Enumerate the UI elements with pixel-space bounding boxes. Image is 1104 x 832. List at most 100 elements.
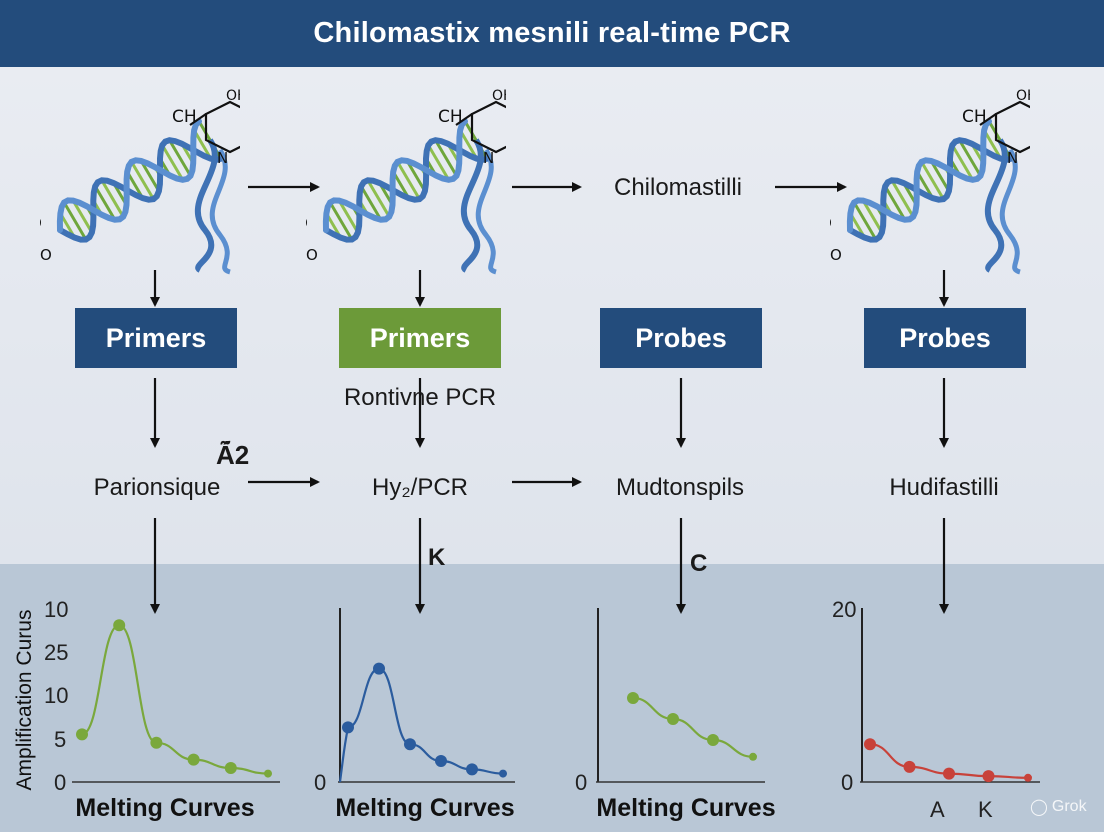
strand — [985, 138, 1008, 273]
data-point — [264, 769, 272, 778]
chart-1 — [72, 619, 280, 783]
oxygen-label: O — [306, 214, 308, 232]
base-pair — [359, 185, 383, 221]
base-pair — [883, 185, 907, 221]
oxygen-label: O — [306, 246, 318, 264]
base-pair — [396, 161, 421, 200]
base-pair — [161, 144, 184, 181]
x-tick-label: A — [930, 797, 945, 822]
data-point — [1024, 773, 1032, 782]
y-tick-label: 20 — [832, 597, 857, 622]
y-tick-label: 25 — [44, 640, 69, 665]
strand — [847, 137, 1014, 243]
strand — [209, 148, 231, 275]
molecule-structure-icon: CH OH O N O — [438, 88, 506, 167]
base-pair — [982, 129, 1003, 160]
page-title: Chilomastix mesnili real-time PCR — [0, 0, 1104, 67]
data-point — [707, 734, 719, 746]
base-pair — [929, 160, 951, 192]
dna-helix-icon: CH OH O N O O O — [40, 88, 240, 275]
step-label: Parionsique — [93, 474, 221, 501]
molecule-structure-icon: CH OH O N O — [962, 88, 1030, 167]
strand — [846, 118, 992, 233]
probes-box: Probes — [600, 308, 762, 368]
chart-panel — [0, 564, 1104, 832]
y-tick-label: 10 — [44, 597, 69, 622]
data-point — [466, 763, 478, 776]
strand — [475, 148, 497, 275]
y-tick-label: 0 — [841, 770, 854, 795]
base-pair — [130, 161, 155, 200]
base-pair — [62, 201, 88, 241]
base-pair — [328, 201, 354, 241]
base-pair — [434, 139, 458, 177]
y-tick-label: 0 — [575, 770, 588, 795]
chart-3 — [596, 608, 765, 783]
primers-box: Primers — [339, 308, 501, 368]
strand — [57, 137, 224, 243]
base-pair — [852, 201, 878, 241]
base-pair — [71, 199, 94, 234]
series-line — [81, 624, 269, 775]
data-point — [499, 769, 507, 778]
data-point — [224, 762, 237, 774]
nitrogen-label: N — [483, 149, 494, 167]
strand — [322, 118, 468, 233]
base-pair — [93, 185, 117, 221]
watermark-text: Grok — [1051, 798, 1087, 815]
annotation-label: Ã́2 — [216, 440, 250, 470]
step-label: Mudtonspils — [615, 474, 745, 501]
strand — [323, 137, 490, 243]
grok-icon: ◯ — [1030, 799, 1048, 816]
ch-label: CH — [172, 107, 197, 127]
strand — [999, 148, 1021, 275]
data-point — [627, 692, 639, 704]
data-point — [342, 721, 354, 734]
data-point — [903, 760, 916, 773]
data-point — [404, 738, 416, 751]
data-point — [864, 738, 876, 751]
data-point — [943, 767, 955, 780]
y-tick-label: 5 — [54, 727, 67, 752]
molecule-structure-icon: CH OH O N O — [172, 88, 240, 167]
sub-label: Rontivne PCR — [343, 384, 497, 411]
oxygen-label: O — [830, 246, 842, 264]
nitrogen-label: N — [1007, 149, 1018, 167]
chart-4 — [860, 608, 1040, 783]
base-pair — [100, 179, 125, 218]
stage-label: Chilomastilli — [613, 174, 743, 201]
data-point — [749, 752, 757, 761]
base-pair — [920, 161, 945, 200]
dna-helix-icon: CH OH O N O O O — [830, 88, 1030, 275]
step-label: Hudifastilli — [889, 474, 999, 501]
oxygen-label: O — [40, 246, 52, 264]
dna-helix-icon: CH OH O N O O O — [306, 88, 506, 275]
data-point — [187, 753, 200, 766]
data-point — [150, 736, 163, 749]
base-pair — [458, 129, 479, 160]
data-point — [667, 713, 679, 725]
base-pair — [139, 160, 161, 192]
ch-label: CH — [438, 107, 463, 127]
series-line — [338, 667, 504, 783]
base-pair — [366, 179, 391, 218]
base-pair — [427, 144, 450, 181]
data-point — [373, 662, 385, 675]
nitrogen-label: N — [217, 149, 228, 167]
chart-caption: Melting Curves — [596, 794, 776, 822]
y-tick-label: 0 — [314, 770, 327, 795]
base-pair — [890, 179, 915, 218]
chart-2 — [338, 608, 515, 783]
strand — [195, 138, 218, 273]
strand — [461, 138, 484, 273]
watermark: ◯ Grok — [1030, 797, 1087, 817]
annotation-label: C — [690, 550, 708, 577]
oh-label: OH — [492, 88, 506, 104]
chart-caption: Melting Curves — [335, 794, 515, 822]
base-pair — [861, 199, 884, 234]
base-pair — [951, 144, 974, 181]
base-pair — [337, 199, 360, 234]
series-line — [632, 696, 754, 758]
